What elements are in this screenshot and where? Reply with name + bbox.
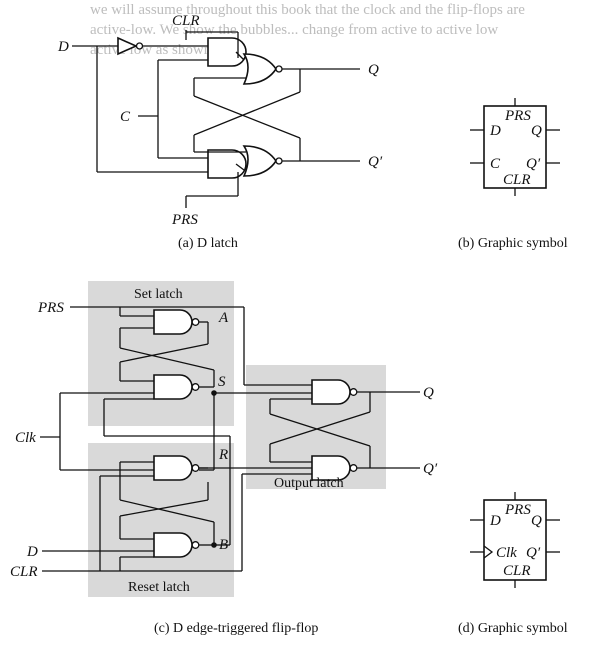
clock-triangle-icon: [483, 545, 494, 559]
flipflop-caption: (c) D edge-triggered flip-flop: [154, 621, 318, 636]
latch-symbol-caption: (b) Graphic symbol: [458, 236, 568, 251]
latch-symbol-d: D: [489, 123, 501, 139]
latch-caption: (a) D latch: [178, 236, 238, 251]
background-text-top: we will assume throughout this book that…: [90, 0, 600, 60]
latch-symbol-prs: PRS: [504, 108, 531, 124]
latch-symbol-q: Q: [531, 123, 542, 139]
set-latch-label: Set latch: [134, 287, 183, 302]
latch-c-label: C: [120, 109, 131, 125]
ff-symbol-clk: Clk: [496, 545, 517, 561]
inverter-gate: [117, 36, 138, 56]
latch-prs-label: PRS: [171, 212, 198, 228]
latch-symbol-c: C: [490, 156, 501, 172]
lower-and-gate: [207, 149, 247, 179]
latch-d-label: D: [57, 39, 69, 55]
ff-symbol-d: D: [489, 513, 501, 529]
latch-clr-label: CLR: [172, 13, 200, 29]
upper-and-gate: [207, 37, 247, 67]
latch-symbol-qbar: Q′: [526, 156, 541, 172]
node-s-label: S: [218, 374, 226, 390]
latch-q-label: Q: [368, 62, 379, 78]
node-a-label: A: [218, 310, 229, 326]
flipflop-prs-label: PRS: [37, 300, 64, 316]
ff-symbol-q: Q: [531, 513, 542, 529]
flipflop-d-label: D: [26, 544, 38, 560]
background-line: active-low. We show the bubbles... chang…: [90, 22, 499, 38]
flipflop-graphic-symbol: PRS D Q Clk Q′ CLR (d) Graphic symbol: [458, 492, 568, 636]
latch-graphic-symbol: PRS D Q C Q′ CLR (b) Graphic symbol: [458, 98, 568, 251]
flipflop-diagram: Set latch Reset latch Output latch PRS C…: [10, 281, 438, 636]
upper-nor-gate: [242, 53, 277, 85]
flipflop-clk-label: Clk: [15, 430, 36, 446]
ff-symbol-prs: PRS: [504, 502, 531, 518]
ff-symbol-caption: (d) Graphic symbol: [458, 621, 568, 636]
flipflop-qbar-label: Q′: [423, 461, 438, 477]
node-r-label: R: [218, 447, 228, 463]
ff-symbol-qbar: Q′: [526, 545, 541, 561]
output-latch-label: Output latch: [274, 476, 344, 491]
d-latch-diagram: D C CLR PRS Q Q′ (a) D latch: [57, 13, 383, 251]
reset-latch-label: Reset latch: [128, 580, 190, 595]
ff-symbol-clr: CLR: [503, 563, 531, 579]
node-b-label: B: [219, 537, 228, 553]
flipflop-q-label: Q: [423, 385, 434, 401]
flipflop-clr-label: CLR: [10, 564, 38, 580]
background-line: we will assume throughout this book that…: [90, 2, 525, 18]
latch-symbol-clr: CLR: [503, 172, 531, 188]
lower-nor-gate: [242, 145, 277, 177]
latch-qbar-label: Q′: [368, 154, 383, 170]
